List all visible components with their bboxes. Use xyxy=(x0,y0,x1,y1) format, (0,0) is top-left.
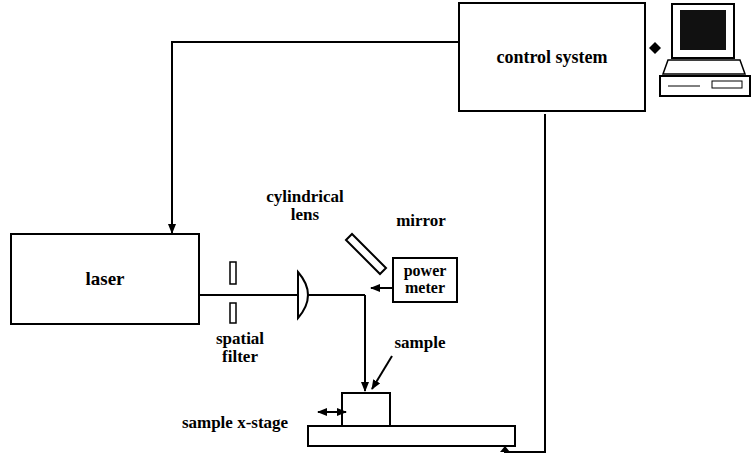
sample xyxy=(342,393,390,426)
meter-box: power meter xyxy=(392,257,458,303)
node-text: power meter xyxy=(398,263,452,297)
laser-beam xyxy=(364,295,366,391)
computer-icon xyxy=(660,4,750,96)
part-label: mirror xyxy=(386,212,456,230)
leader-line xyxy=(372,356,392,389)
motion-arrow xyxy=(318,411,346,413)
node-text: control system xyxy=(496,48,607,67)
power-meter-arrow xyxy=(371,287,392,289)
spatial-filter xyxy=(230,262,236,284)
mirror xyxy=(346,234,386,274)
x-stage xyxy=(308,426,515,446)
part-label: sample xyxy=(380,334,460,352)
link-diamond xyxy=(649,42,661,54)
cylindrical-lens xyxy=(298,272,308,318)
control-line xyxy=(172,42,458,233)
control-wire xyxy=(500,446,510,452)
control-box: control system xyxy=(458,2,646,112)
spatial-filter xyxy=(230,303,236,323)
part-label: sample x-stage xyxy=(160,414,310,432)
part-label: spatial filter xyxy=(200,330,280,366)
control-wire xyxy=(505,114,545,452)
node-text: laser xyxy=(85,269,124,289)
laser-beam xyxy=(200,294,365,296)
part-label: cylindrical lens xyxy=(262,188,348,224)
laser-box: laser xyxy=(10,233,200,325)
